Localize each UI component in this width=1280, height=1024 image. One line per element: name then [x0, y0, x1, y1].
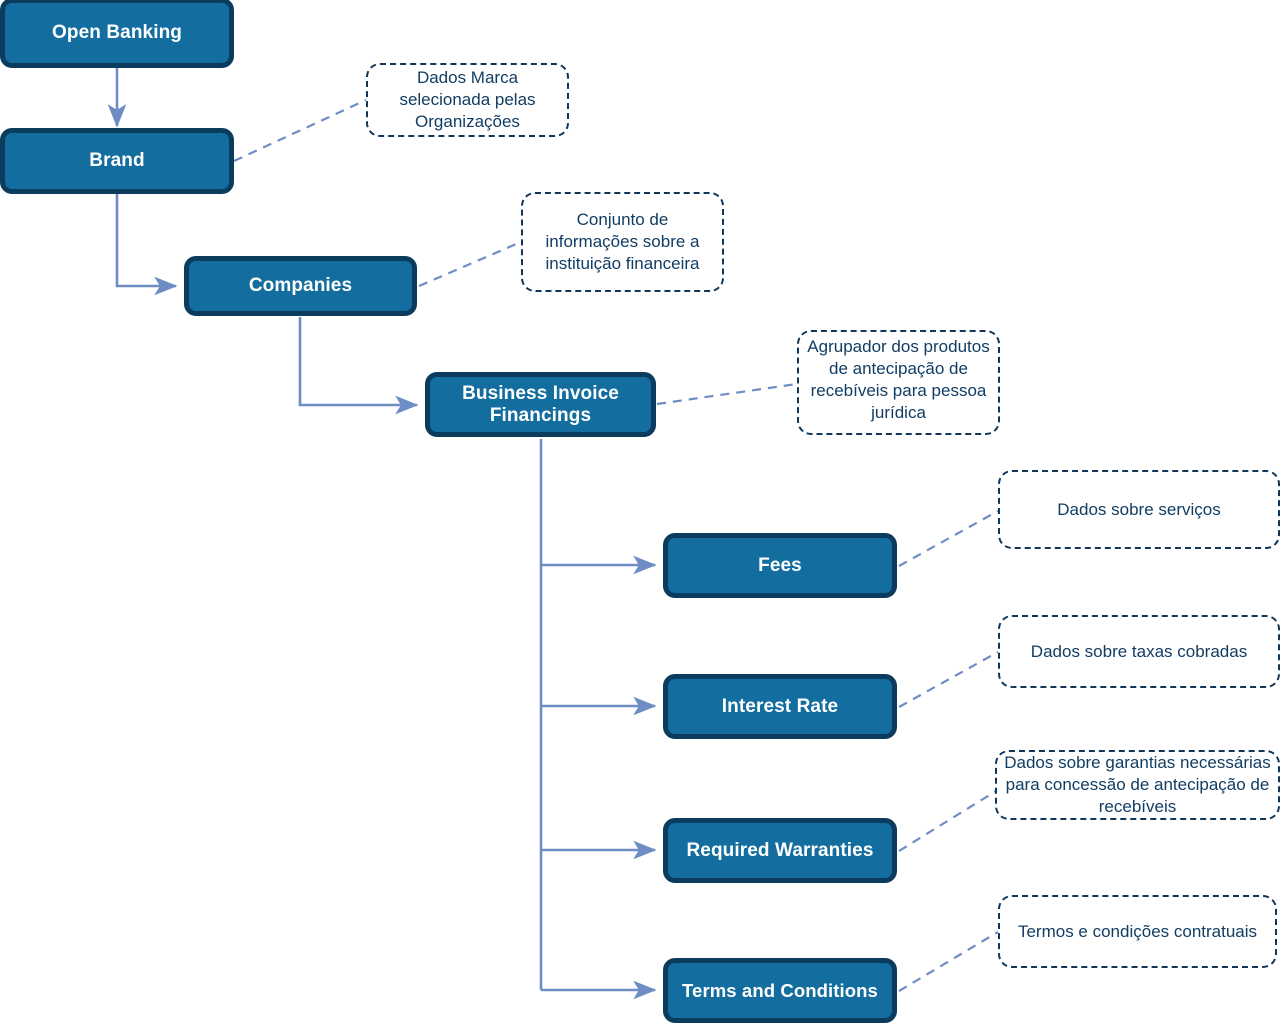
- node-required-warranties-label: Required Warranties: [686, 839, 874, 861]
- note-companies: Conjunto de informações sobre a institui…: [521, 192, 724, 292]
- note-business-invoice-financings-text: Agrupador dos produtos de antecipação de…: [807, 337, 990, 423]
- note-brand: Dados Marca selecionada pelas Organizaçõ…: [366, 63, 569, 137]
- edge-fees-to-note: [898, 510, 999, 567]
- node-brand-label: Brand: [89, 150, 145, 172]
- node-interest-rate[interactable]: Interest Rate: [663, 674, 897, 739]
- node-business-invoice-financings[interactable]: Business Invoice Financings: [425, 372, 656, 437]
- edge-companies-to-financings: [298, 317, 419, 415]
- edge-companies-to-note: [418, 240, 522, 288]
- node-fees-label: Fees: [758, 554, 802, 576]
- node-fees[interactable]: Fees: [663, 533, 897, 598]
- note-required-warranties-text: Dados sobre garantias necessárias para c…: [1004, 753, 1271, 816]
- note-terms-and-conditions: Termos e condições contratuais: [998, 895, 1277, 968]
- note-required-warranties: Dados sobre garantias necessárias para c…: [995, 750, 1280, 820]
- node-companies[interactable]: Companies: [184, 256, 417, 316]
- node-open-banking-label: Open Banking: [52, 22, 182, 44]
- note-interest-rate: Dados sobre taxas cobradas: [998, 615, 1280, 688]
- node-required-warranties[interactable]: Required Warranties: [663, 818, 897, 883]
- note-fees-text: Dados sobre serviços: [1057, 499, 1221, 519]
- edge-terms-and-conditions-to-note: [898, 931, 999, 992]
- edge-brand-to-companies: [115, 194, 178, 296]
- note-interest-rate-text: Dados sobre taxas cobradas: [1030, 641, 1248, 661]
- edge-brand-to-note: [233, 99, 367, 162]
- node-terms-and-conditions[interactable]: Terms and Conditions: [663, 958, 897, 1023]
- node-terms-and-conditions-label: Terms and Conditions: [682, 979, 878, 1001]
- node-interest-rate-label: Interest Rate: [721, 695, 839, 717]
- edge-interest-rate-to-note: [898, 651, 999, 708]
- note-business-invoice-financings: Agrupador dos produtos de antecipação de…: [797, 330, 1000, 435]
- edge-financings-to-note: [656, 382, 798, 406]
- node-brand[interactable]: Brand: [0, 128, 234, 194]
- node-open-banking[interactable]: Open Banking: [0, 0, 234, 68]
- note-terms-and-conditions-text: Termos e condições contratuais: [1017, 921, 1258, 941]
- note-brand-text: Dados Marca selecionada pelas Organizaçõ…: [399, 68, 536, 131]
- node-companies-label: Companies: [248, 275, 353, 297]
- note-fees: Dados sobre serviços: [998, 470, 1280, 549]
- node-business-invoice-financings-label: Business Invoice Financings: [462, 382, 619, 426]
- edge-required-warranties-to-note: [898, 790, 997, 852]
- note-companies-text: Conjunto de informações sobre a institui…: [545, 210, 700, 273]
